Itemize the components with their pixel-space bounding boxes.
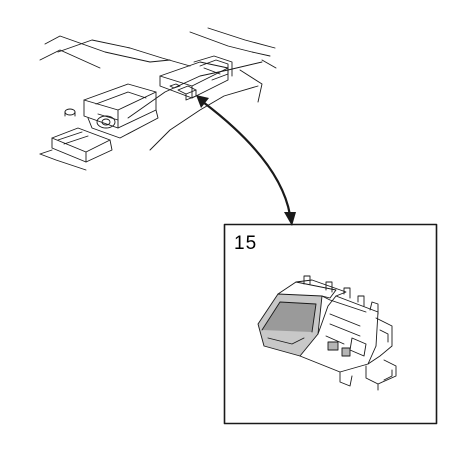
armrest-box [83, 83, 159, 139]
vehicle-console-overview [39, 27, 277, 151]
arrow-tail [284, 212, 296, 226]
switch-component-detail [257, 275, 397, 391]
callout-number: 15 [234, 233, 258, 254]
callout-frame [223, 223, 438, 425]
console-front-tray [39, 108, 113, 171]
rear-console-unit [159, 55, 233, 101]
pointer-arrow [201, 100, 292, 217]
arrowhead-icon [196, 95, 209, 108]
